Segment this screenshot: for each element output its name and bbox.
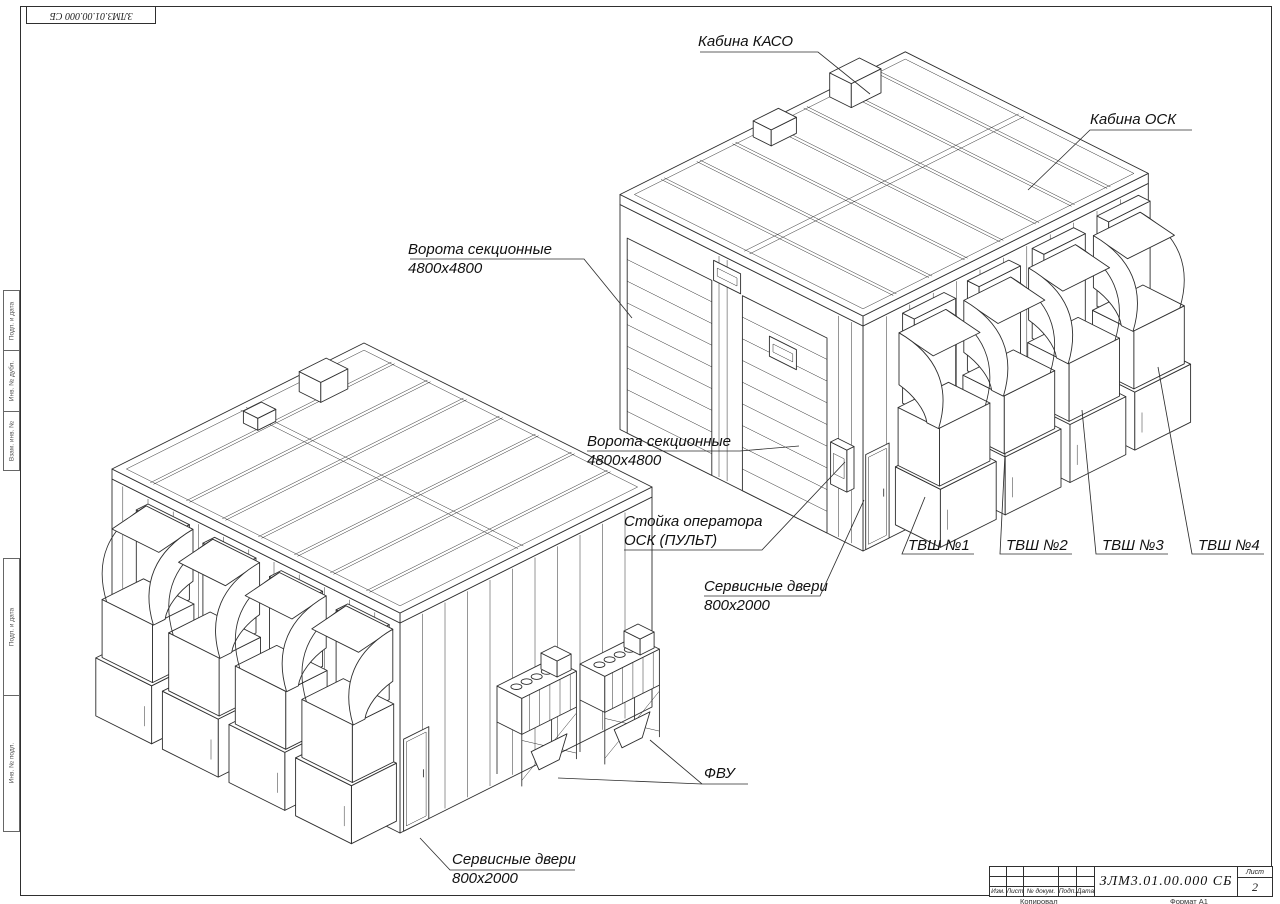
sheet-label: Лист [1238, 867, 1272, 878]
side-stamp-label: Инв. № дубл. [8, 360, 15, 402]
callout-fvu: ФВУ [704, 765, 735, 782]
doc-number: ЗЛМ3.01.00.000 СБ [1095, 867, 1238, 896]
building-2 [95, 342, 660, 845]
fan-unit [295, 603, 397, 845]
fvu-unit [579, 623, 660, 765]
roof [619, 51, 1149, 327]
callout-tvsh-3: ТВШ №3 [1102, 537, 1164, 554]
title-block-grid: Изм. Лист № докум. Подп. Дата [990, 867, 1095, 896]
fan-unit [894, 292, 997, 548]
title-block: Изм. Лист № докум. Подп. Дата ЗЛМ3.01.00… [989, 866, 1273, 897]
gate-facade [626, 237, 852, 544]
tb-header-izm: Изм. [990, 887, 1007, 896]
callout-tvsh-4: ТВШ №4 [1198, 537, 1260, 554]
sheet-number: 2 [1252, 879, 1258, 894]
building-kaso-osk [619, 51, 1192, 552]
callout-kabina-osk: Кабина ОСК [1090, 111, 1177, 128]
top-stamp-text: ЗЛМ3.01.00.000 СБ [49, 9, 133, 21]
callout-gates-2: Ворота секционные 4800х4800 [587, 433, 731, 469]
tb-header-podp: Подп. [1058, 887, 1077, 896]
footer-copied: Копировал [1020, 897, 1058, 904]
service-door [865, 442, 890, 551]
leader-lines [410, 51, 1264, 871]
callout-service-door-2: Сервисные двери 800х2000 [452, 851, 576, 887]
top-corner-stamp: ЗЛМ3.01.00.000 СБ [26, 6, 156, 24]
side-stamp-label: Инв. № подл. [8, 743, 15, 784]
side-stamp-lower: Подп. и дата Инв. № подл. [3, 558, 20, 832]
sectional-gate [741, 295, 828, 534]
callout-service-door-1: Сервисные двери 800х2000 [704, 578, 828, 614]
sheet-cell: Лист 2 [1238, 867, 1272, 896]
side-stamp-label: Взам. инв. № [8, 420, 15, 461]
side-stamp-label: Подп. и дата [8, 301, 15, 340]
side-stamp-label: Подп. и дата [8, 607, 15, 646]
callout-operator-stand: Стойка оператора ОСК (ПУЛЬТ) [624, 513, 763, 549]
service-door [403, 726, 430, 832]
callout-gates-1: Ворота секционные 4800х4800 [408, 241, 552, 277]
callout-tvsh-2: ТВШ №2 [1006, 537, 1068, 554]
tb-header-list: Лист [1006, 887, 1024, 896]
footer-format: Формат А1 [1170, 897, 1208, 904]
callout-tvsh-1: ТВШ №1 [908, 537, 970, 554]
callout-kabina-kaso: Кабина КАСО [698, 33, 794, 50]
tb-header-data: Дата [1076, 888, 1095, 895]
fvu-unit [496, 645, 577, 787]
sectional-gate [626, 237, 713, 476]
tb-header-dokum: № докум. [1024, 887, 1059, 896]
side-stamp-upper: Подп. и дата Инв. № дубл. Взам. инв. № [3, 290, 20, 471]
operator-console [830, 437, 855, 493]
